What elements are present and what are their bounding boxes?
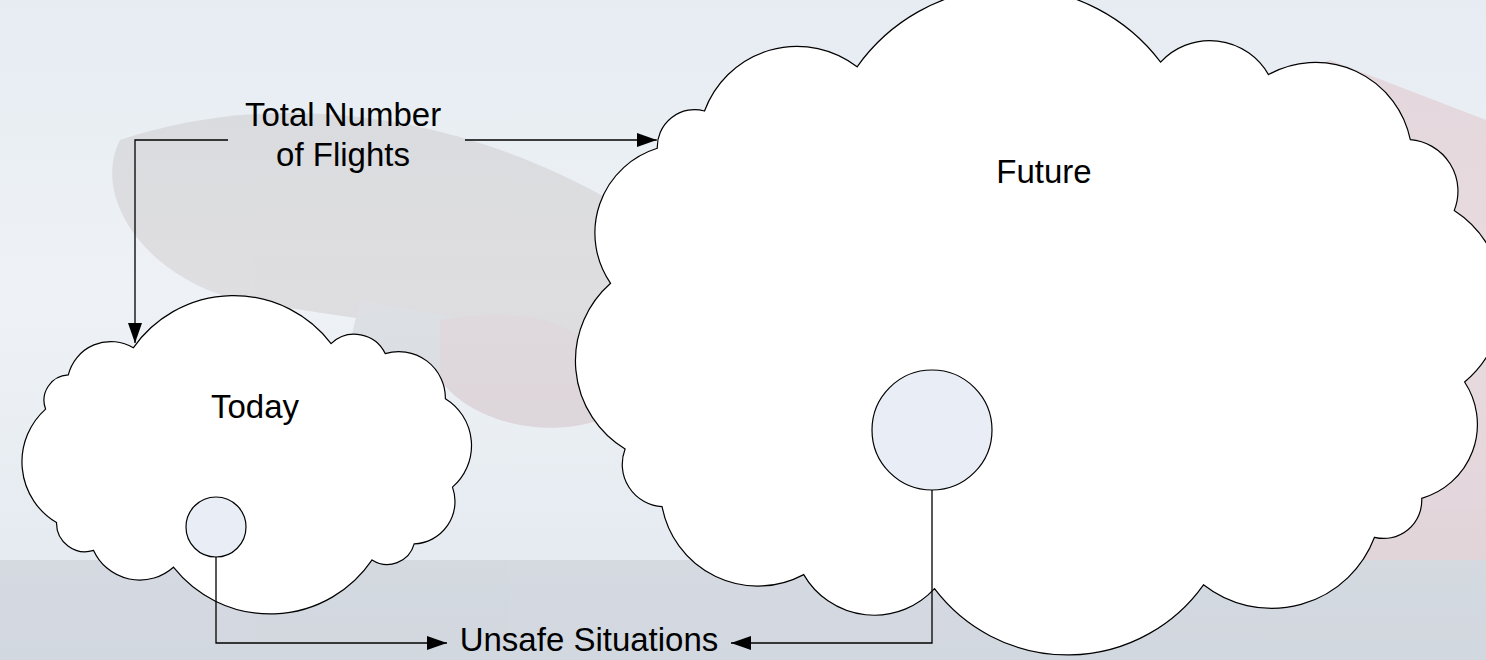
label-holder: Unsafe Situations bbox=[460, 622, 719, 658]
leader-arrow bbox=[216, 557, 447, 643]
unsafe-circle bbox=[186, 497, 246, 557]
leader-arrow bbox=[465, 139, 657, 140]
cloud-outline-path bbox=[22, 296, 472, 614]
caption-label: Unsafe Situations bbox=[460, 622, 719, 658]
cloud-outline-path bbox=[575, 0, 1486, 655]
cloud-title: Future bbox=[996, 152, 1091, 192]
unsafe-circle bbox=[872, 370, 992, 490]
cloud-shape: Future bbox=[568, 18, 1486, 632]
leader-arrow bbox=[731, 490, 932, 643]
cloud-outline bbox=[568, 18, 1486, 632]
cloud-shape: Today bbox=[15, 315, 480, 595]
cloud-title: Today bbox=[211, 387, 299, 427]
caption-label: Total Number of Flights bbox=[234, 95, 452, 175]
cloud-outline bbox=[15, 315, 480, 595]
label-holder: Total Number of Flights bbox=[234, 95, 452, 175]
